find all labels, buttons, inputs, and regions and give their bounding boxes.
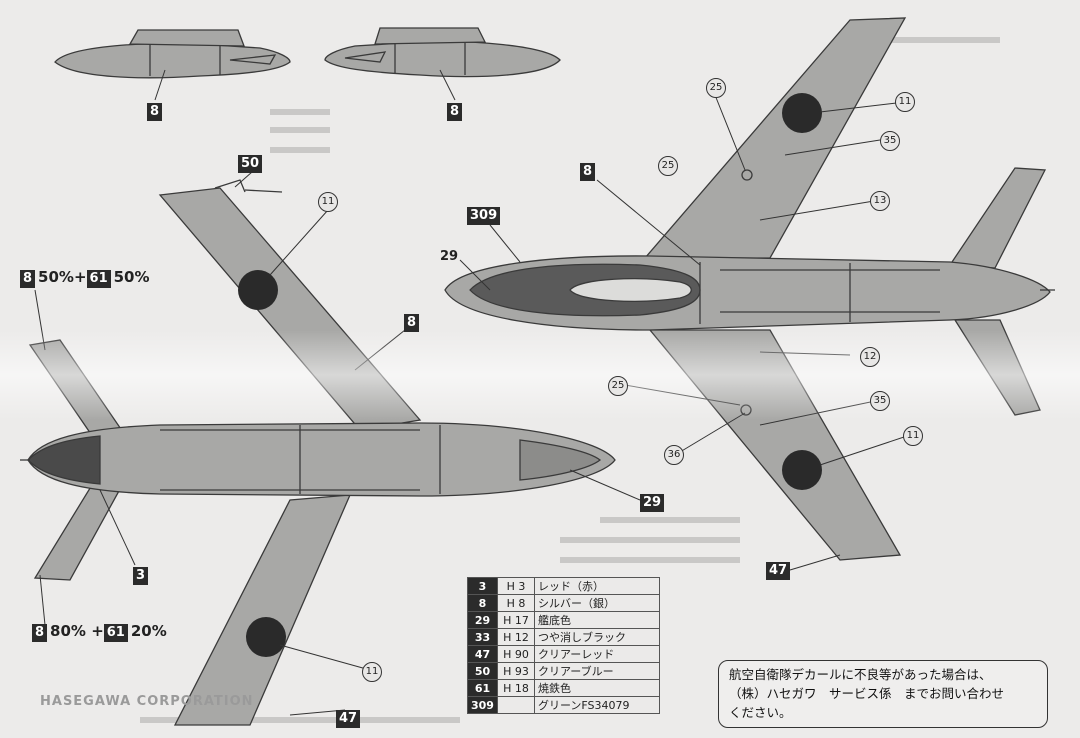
mix-bottom-pct-b: 20% [130, 622, 167, 640]
decal-25-a2: 25 [658, 156, 678, 176]
callout-8-side: 8 [580, 163, 596, 181]
legend-hobby-code: H 3 [496, 577, 535, 595]
callout-50: 50 [238, 155, 263, 173]
decal-25-a: 25 [706, 78, 726, 98]
legend-code: 50 [467, 662, 498, 680]
legend-code: 29 [467, 611, 498, 629]
decal-36: 36 [664, 445, 684, 465]
legend-hobby-code: H 90 [496, 645, 535, 663]
decal-11-a: 11 [895, 92, 915, 112]
callout-309: 309 [467, 207, 501, 225]
legend-hobby-code: H 18 [496, 679, 535, 697]
legend-hobby-code: H 93 [496, 662, 535, 680]
company-name: HASEGAWA CORPORATION [40, 694, 254, 709]
callout-47-side: 47 [766, 562, 791, 580]
callout-47-bottom: 47 [336, 710, 361, 728]
callout-8-wing: 8 [404, 314, 420, 332]
callout-29-side: 29 [440, 249, 459, 264]
decal-11-top: 11 [318, 192, 338, 212]
mix-top-pct-b: 50% [113, 268, 150, 286]
legend-color-name: 艦底色 [533, 611, 660, 629]
legend-hobby-code [496, 696, 535, 714]
legend-code: 33 [467, 628, 498, 646]
legend-code: 309 [467, 696, 498, 714]
legend-color-name: クリアーレッド [533, 645, 660, 663]
legend-color-name: つや消しブラック [533, 628, 660, 646]
mix-top-code-a: 8 [20, 270, 36, 288]
legend-color-name: グリーンFS34079 [533, 696, 660, 714]
mix-bottom-pct-a: 80% [50, 622, 86, 640]
decal-11-b: 11 [903, 426, 923, 446]
wrap-sheen [0, 330, 1080, 420]
decal-notice: 航空自衛隊デカールに不良等があった場合は、 （株）ハセガワ サービス係 までお問… [718, 660, 1048, 728]
legend-color-name: シルバー（銀） [533, 594, 660, 612]
mix-bottom-plus: + [91, 622, 104, 640]
decal-25-b: 25 [608, 376, 628, 396]
legend-code: 47 [467, 645, 498, 663]
decal-12: 12 [860, 347, 880, 367]
decal-35-a: 35 [880, 131, 900, 151]
legend-hobby-code: H 12 [496, 628, 535, 646]
notice-line-3: ください。 [729, 705, 792, 720]
mix-bottom-code-a: 8 [32, 624, 48, 642]
faint-text [140, 37, 1000, 723]
decal-35-b: 35 [870, 391, 890, 411]
legend-code: 8 [467, 594, 498, 612]
legend-row: 309 グリーンFS34079 [467, 696, 660, 714]
callout-3: 3 [133, 567, 149, 585]
callout-tank-left: 8 [147, 103, 163, 121]
decal-13: 13 [870, 191, 890, 211]
mix-top-code-b: 61 [86, 270, 111, 288]
mix-top-plus: + [73, 268, 87, 286]
legend-hobby-code: H 8 [496, 594, 535, 612]
mix-top-pct-a: 50% [38, 268, 74, 286]
legend-color-name: レッド（赤） [533, 577, 660, 595]
callout-29-bottom: 29 [640, 494, 665, 512]
legend-code: 61 [467, 679, 498, 697]
drop-tank-right [324, 27, 561, 78]
legend-color-name: 焼鉄色 [533, 679, 660, 697]
legend-color-name: クリアーブルー [533, 662, 660, 680]
notice-line-2: （株）ハセガワ サービス係 までお問い合わせ [729, 686, 1005, 701]
legend-code: 3 [467, 577, 498, 595]
notice-line-1: 航空自衛隊デカールに不良等があった場合は、 [729, 667, 992, 682]
callout-tank-right: 8 [447, 103, 463, 121]
decal-11-bottom: 11 [362, 662, 382, 682]
drop-tank-left [54, 29, 291, 79]
mix-bottom-code-b: 61 [103, 624, 128, 642]
legend-hobby-code: H 17 [496, 611, 535, 629]
